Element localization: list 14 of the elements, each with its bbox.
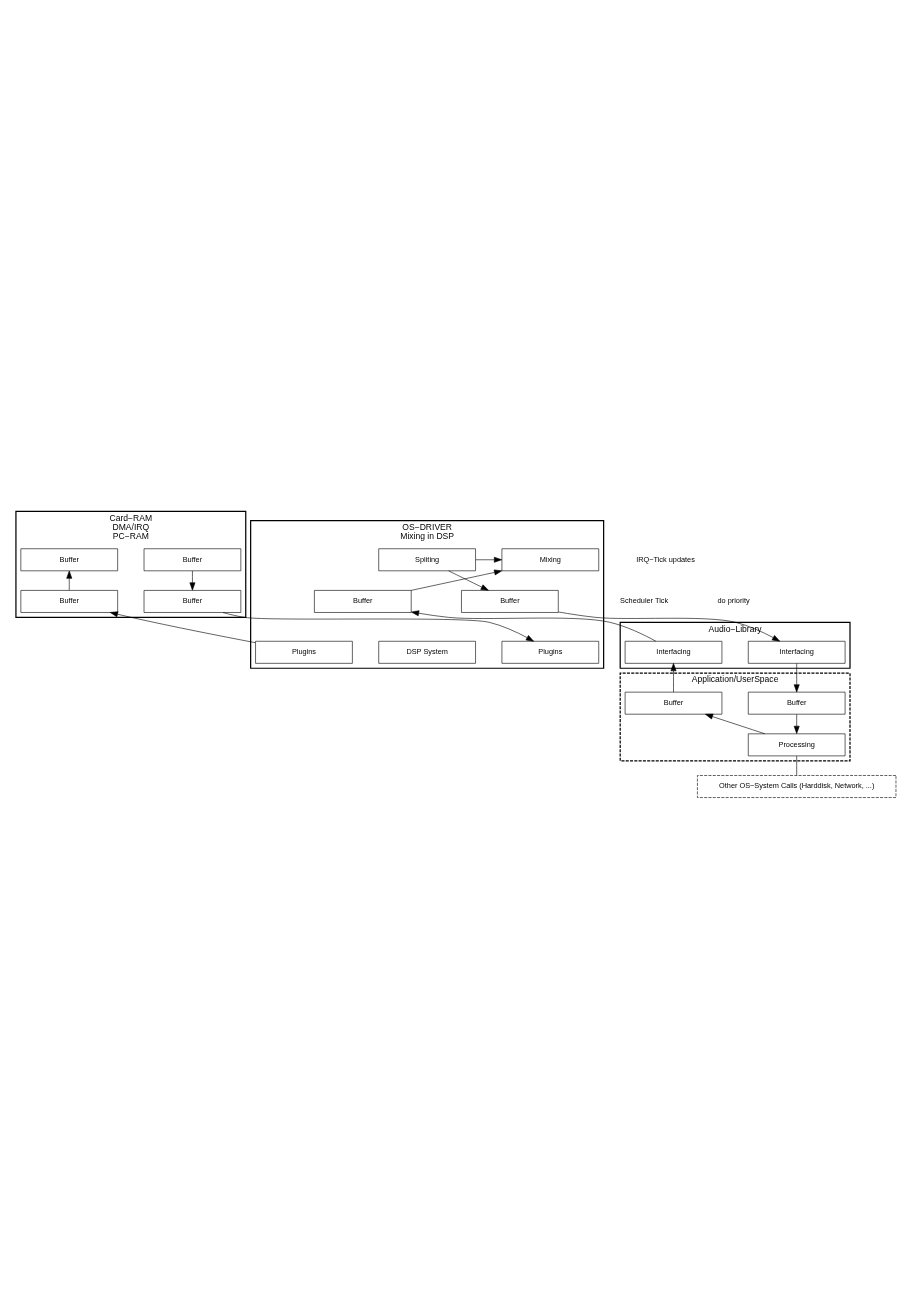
arrow — [189, 570, 196, 591]
connector — [796, 755, 797, 776]
arrow — [222, 612, 534, 642]
arrow — [448, 570, 489, 591]
arrow — [475, 556, 502, 563]
arrow — [410, 569, 503, 591]
arrow — [110, 611, 256, 643]
arrow — [670, 663, 677, 693]
arrow — [705, 713, 766, 735]
arrow — [411, 610, 657, 642]
arrow — [793, 714, 800, 734]
arrow — [558, 611, 780, 642]
arrow — [66, 570, 73, 591]
arrow — [793, 663, 800, 693]
